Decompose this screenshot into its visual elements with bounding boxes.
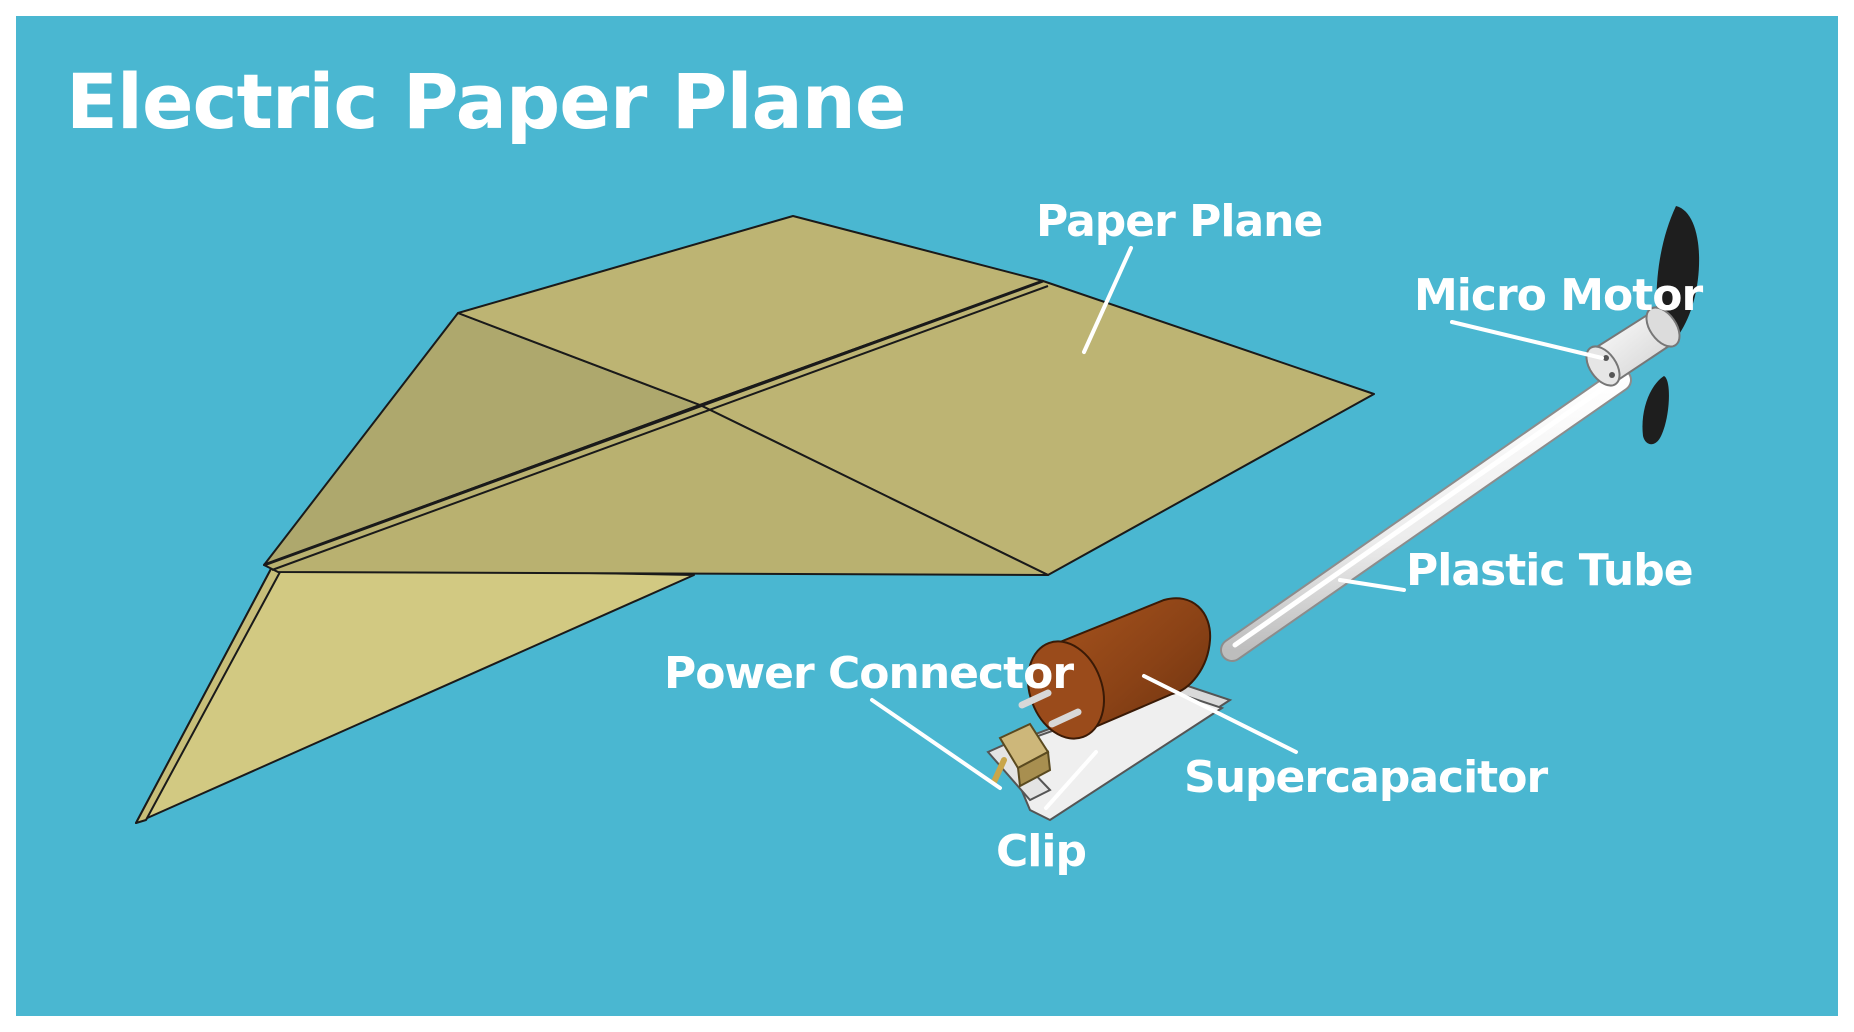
capacitor-icon [1018, 597, 1212, 740]
label-clip: Clip [996, 826, 1086, 877]
label-micro-motor: Micro Motor [1414, 270, 1703, 321]
power-connector-leader [870, 698, 1002, 790]
diagram-title: Electric Paper Plane [66, 57, 905, 146]
propeller-icon [1642, 206, 1700, 445]
label-power-connector: Power Connector [664, 648, 1074, 699]
connector-icon [991, 722, 1052, 788]
label-paper-plane: Paper Plane [1036, 196, 1322, 247]
paper-plane-icon [135, 215, 1375, 824]
label-supercapacitor: Supercapacitor [1184, 752, 1548, 803]
micro-motor-leader [1450, 320, 1604, 360]
clip-leader [1044, 750, 1098, 810]
supercapacitor-leader [1142, 674, 1298, 754]
tube-icon [1220, 368, 1632, 662]
plastic-tube-leader [1338, 578, 1406, 592]
label-plastic-tube: Plastic Tube [1406, 545, 1693, 596]
motor-icon [1585, 306, 1681, 387]
paper-plane-leader [1082, 246, 1133, 354]
